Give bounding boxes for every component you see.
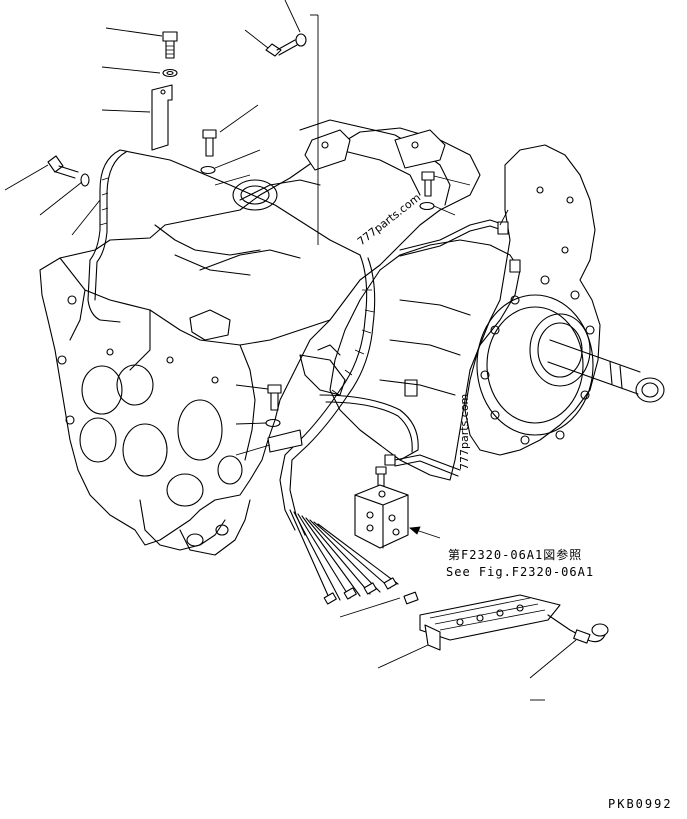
transmission-housing (39, 119, 521, 556)
oil-tubes (199, 219, 521, 477)
wiring-harness (87, 149, 419, 605)
reference-note-japanese: 第F2320-06A1図参照 (448, 548, 583, 562)
washer-icon (200, 165, 216, 175)
bolt-icon (162, 31, 178, 59)
washer-icon (162, 68, 178, 78)
leader-lines (4, 0, 577, 701)
bearing-cap-icon (304, 129, 446, 171)
bolt-icon (47, 155, 79, 179)
output-housing (464, 144, 665, 456)
washer-icon (419, 201, 435, 211)
bracket-icon (151, 84, 173, 151)
bolt-icon (265, 33, 307, 57)
bolt-icon (267, 384, 282, 411)
solenoid-valve-block-icon (354, 484, 409, 549)
washer-icon (80, 173, 90, 187)
reference-note-english: See Fig.F2320-06A1 (446, 565, 595, 579)
watermark-text: 777parts.com (458, 393, 471, 470)
drawing-code: PKB0992 (608, 797, 673, 811)
bolt-icon (202, 129, 217, 157)
bolt-icon (421, 171, 435, 197)
bracket-icon (267, 429, 303, 453)
connector-icon (547, 614, 609, 644)
clamp-plate-icon (419, 594, 561, 651)
bolt-icon (375, 466, 387, 487)
